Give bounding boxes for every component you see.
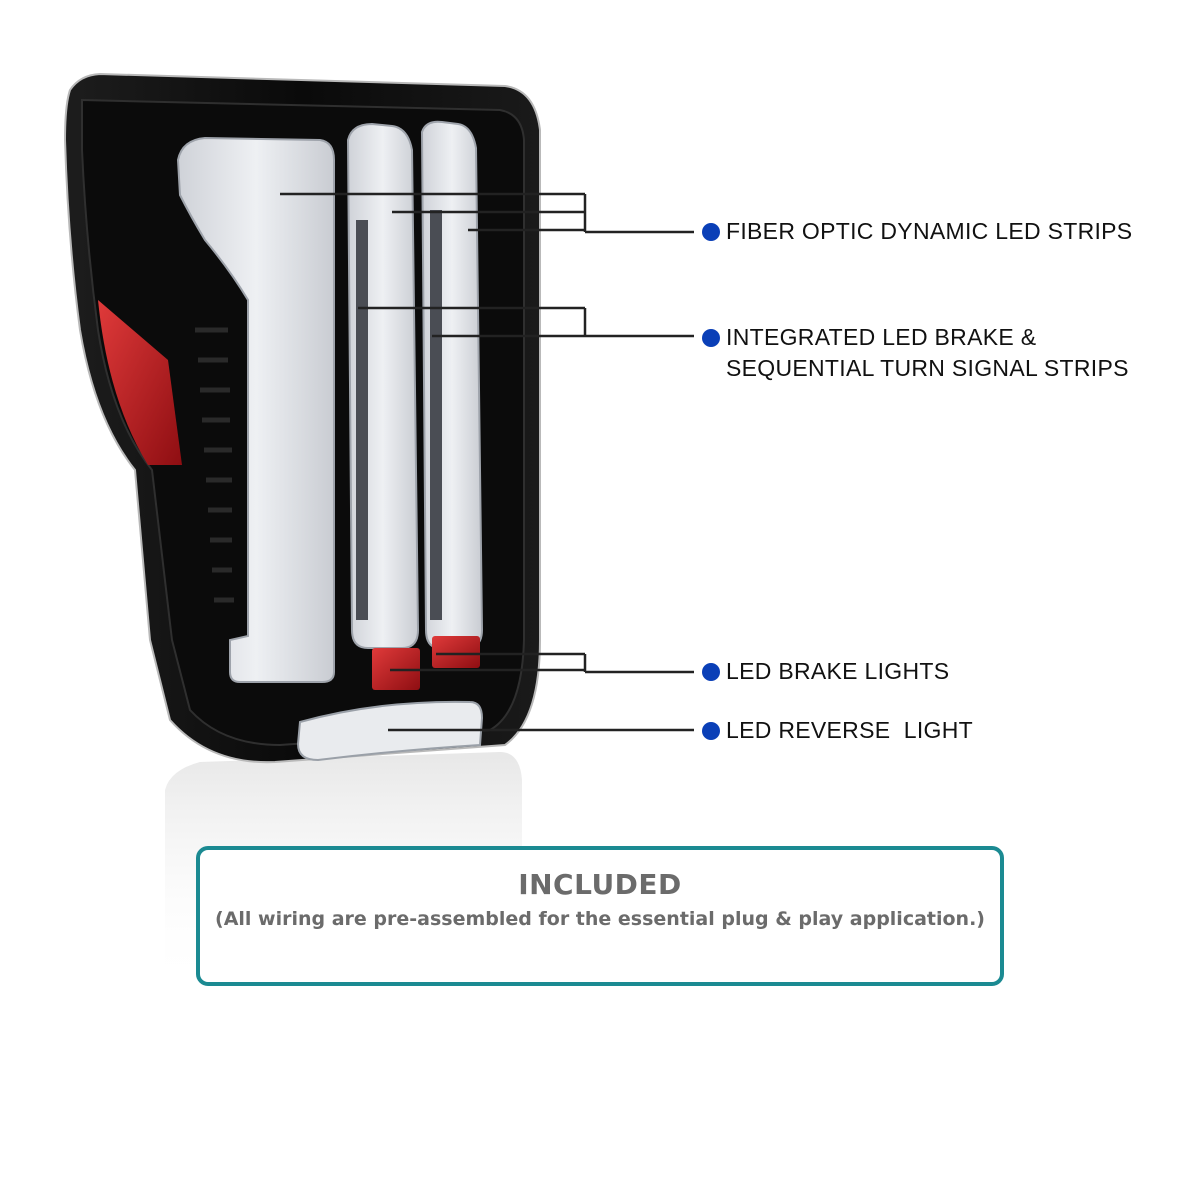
brake-signal-strip-left	[356, 220, 368, 620]
callout-text: LED REVERSE LIGHT	[726, 717, 973, 743]
callout-brake-turn-strips: INTEGRATED LED BRAKE & SEQUENTIAL TURN S…	[702, 322, 1129, 384]
included-title: INCLUDED	[518, 868, 682, 901]
bullet-dot-icon	[702, 329, 720, 347]
callout-brake-lights: LED BRAKE LIGHTS	[702, 656, 949, 687]
bullet-dot-icon	[702, 722, 720, 740]
callout-text-line-2: SEQUENTIAL TURN SIGNAL STRIPS	[726, 355, 1129, 381]
brake-light-right	[432, 636, 480, 668]
outer-fiber-optic-strip	[176, 136, 335, 683]
callout-text: FIBER OPTIC DYNAMIC LED STRIPS	[726, 218, 1133, 244]
bullet-dot-icon	[702, 223, 720, 241]
brake-signal-strip-right	[430, 210, 442, 620]
callout-text: LED BRAKE LIGHTS	[726, 658, 950, 684]
callout-reverse-light: LED REVERSE LIGHT	[702, 715, 973, 746]
bullet-dot-icon	[702, 663, 720, 681]
side-red-reflector	[98, 300, 182, 465]
callout-fiber-optic: FIBER OPTIC DYNAMIC LED STRIPS	[702, 216, 1132, 247]
included-subtitle: (All wiring are pre-assembled for the es…	[215, 908, 985, 930]
callout-leader-lines	[280, 192, 694, 732]
included-box: INCLUDED (All wiring are pre-assembled f…	[196, 846, 1004, 986]
housing-ribs	[195, 327, 234, 603]
callout-text-line-1: INTEGRATED LED BRAKE &	[726, 324, 1037, 350]
